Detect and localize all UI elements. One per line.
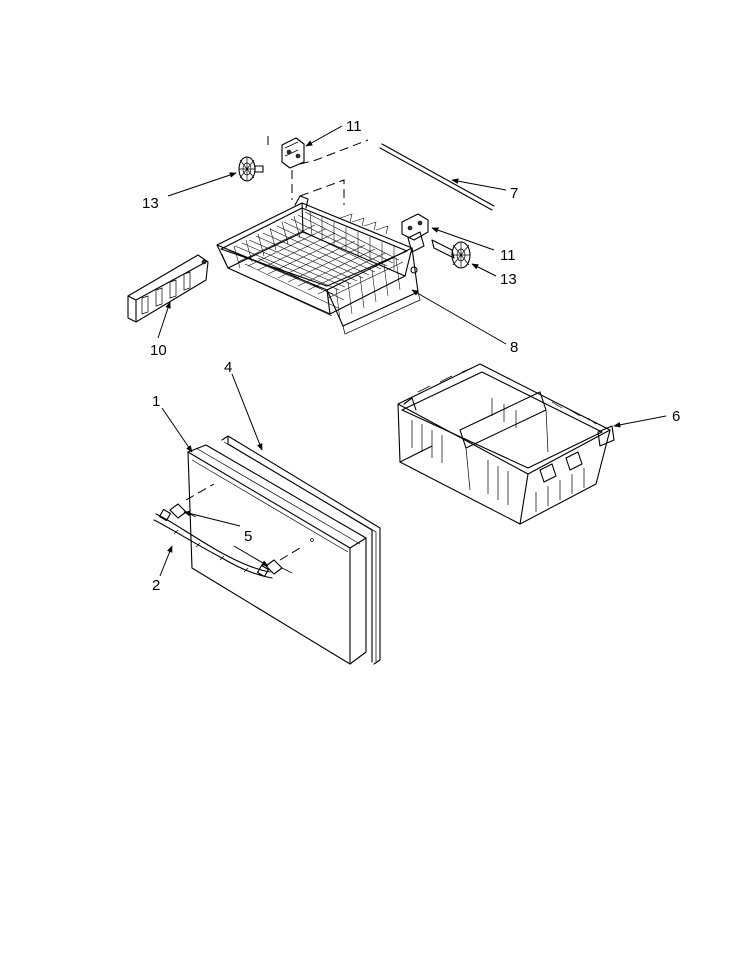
callout-8: 8 <box>510 339 518 356</box>
callout-1: 1 <box>152 393 160 410</box>
callout-labels: 11 13 7 11 13 10 8 4 1 6 5 2 <box>142 118 680 594</box>
leader-lines <box>157 125 667 577</box>
callout-11-top: 11 <box>346 118 362 135</box>
end-cap-part-10 <box>127 254 209 323</box>
alignment-lines <box>267 136 369 205</box>
drawer-front-part-1 <box>187 444 367 665</box>
callout-6: 6 <box>672 408 680 425</box>
gear-part-13-left <box>238 156 264 182</box>
callout-2: 2 <box>152 577 160 594</box>
callout-13-right: 13 <box>500 271 517 288</box>
bracket-part-11-right <box>401 213 429 241</box>
gasket-part-4 <box>221 435 381 665</box>
callout-4: 4 <box>224 359 232 376</box>
gear-part-13-right <box>431 239 471 269</box>
callout-7: 7 <box>510 185 518 202</box>
callout-13-left: 13 <box>142 195 159 212</box>
wire-basket-part-8 <box>216 195 425 335</box>
bin-part-6 <box>397 363 615 525</box>
callout-11-right: 11 <box>500 247 516 264</box>
callout-5: 5 <box>244 528 252 545</box>
callout-10: 10 <box>150 342 167 359</box>
bracket-part-11-left <box>281 137 305 169</box>
rod-part-7 <box>379 143 495 211</box>
handle-part-2 <box>153 508 273 579</box>
